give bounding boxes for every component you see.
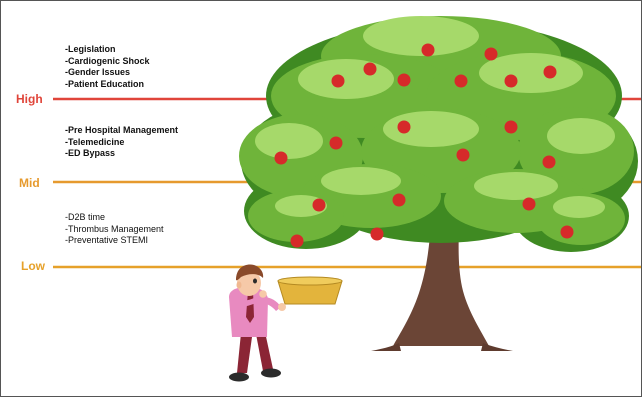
apple-icon: [522, 197, 536, 211]
apple-icon: [397, 73, 411, 87]
list-item: -Preventative STEMI: [65, 235, 149, 245]
high-level-items: -Legislation -Cardiogenic Shock -Gender …: [65, 44, 150, 90]
level-label-mid: Mid: [19, 176, 40, 190]
low-level-items: -D2B time -Thrombus Management -Preventa…: [65, 212, 164, 247]
apple-icon: [392, 193, 406, 207]
apple-icon: [454, 74, 468, 88]
apple-icon: [421, 43, 435, 57]
apple-icon: [329, 136, 343, 150]
apple-icon: [543, 65, 557, 79]
list-item: -ED Bypass: [65, 148, 116, 158]
apple-icon: [370, 227, 384, 241]
apple-icon: [312, 198, 326, 212]
level-label-high: High: [16, 92, 43, 106]
level-label-low: Low: [21, 259, 45, 273]
tree-root-left: [371, 343, 401, 351]
list-item: -Thrombus Management: [65, 223, 164, 234]
apple-icon: [542, 155, 556, 169]
list-item: -Cardiogenic Shock: [65, 55, 150, 66]
apple-icon: [484, 47, 498, 61]
apple-icon: [331, 74, 345, 88]
tree-trunk: [393, 186, 489, 346]
apple-icon: [397, 120, 411, 134]
list-item: -Patient Education: [65, 78, 145, 89]
mid-level-items: -Pre Hospital Management -Telemedicine -…: [65, 125, 178, 160]
person-with-basket-icon: [229, 264, 286, 382]
list-item: -Pre Hospital Management: [65, 125, 179, 135]
apples: [274, 43, 574, 248]
list-item: -Telemedicine: [65, 136, 125, 147]
apple-icon: [274, 151, 288, 165]
apple-icon: [290, 234, 304, 248]
apple-icon: [504, 74, 518, 88]
basket-icon: [277, 276, 343, 305]
list-item: -Gender Issues: [65, 67, 131, 77]
list-item: -Legislation: [65, 44, 116, 54]
tree-foliage: [239, 16, 638, 252]
apple-icon: [456, 148, 470, 162]
list-item: -D2B time: [65, 212, 106, 222]
tree-root-right: [481, 343, 513, 351]
apple-tree-icon: [239, 16, 638, 351]
apple-icon: [363, 62, 377, 76]
apple-icon: [504, 120, 518, 134]
apple-icon: [560, 225, 574, 239]
